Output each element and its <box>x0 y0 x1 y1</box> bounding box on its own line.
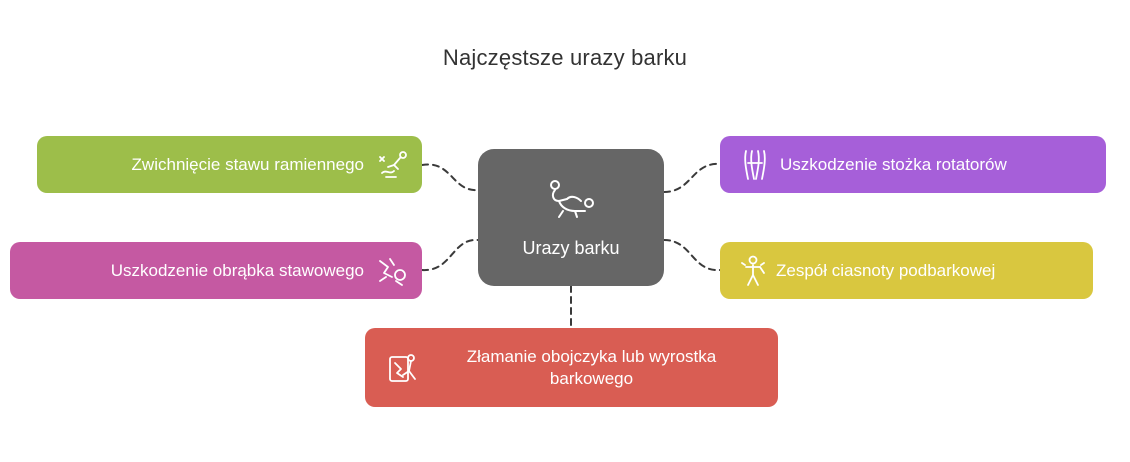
diagram-title: Najczęstsze urazy barku <box>442 45 688 70</box>
connector-labrum <box>421 238 479 272</box>
node-rotator-cuff-label: Uszkodzenie stożka rotatorów <box>780 154 1007 174</box>
center-label: Urazy barku <box>522 237 620 258</box>
muscle-joint-icon <box>740 149 770 181</box>
fracture-xray-icon <box>387 351 419 385</box>
node-labrum-label: Uszkodzenie obrąbka stawowego <box>110 260 364 280</box>
node-fracture: Złamanie obojczyka lub wyrostka barkoweg… <box>365 328 778 407</box>
node-rotator-cuff: Uszkodzenie stożka rotatorów <box>720 136 1106 193</box>
node-impingement: Zespół ciasnoty podbarkowej <box>720 242 1093 299</box>
torn-joint-icon <box>376 255 410 287</box>
node-impingement-label: Zespół ciasnoty podbarkowej <box>776 260 996 280</box>
node-labrum: Uszkodzenie obrąbka stawowego <box>10 242 422 299</box>
person-shoulder-massage-icon <box>545 177 597 226</box>
dislocated-arm-icon <box>376 149 410 181</box>
person-pain-icon <box>740 255 766 287</box>
center-node: Urazy barku <box>478 149 664 286</box>
connector-impingement <box>663 239 721 272</box>
connector-rotator-cuff <box>663 162 721 193</box>
node-dislocation-label: Zwichnięcie stawu ramiennego <box>131 154 364 174</box>
node-fracture-label: Złamanie obojczyka lub wyrostka barkoweg… <box>466 346 717 388</box>
node-dislocation: Zwichnięcie stawu ramiennego <box>37 136 422 193</box>
connector-dislocation <box>421 163 479 192</box>
